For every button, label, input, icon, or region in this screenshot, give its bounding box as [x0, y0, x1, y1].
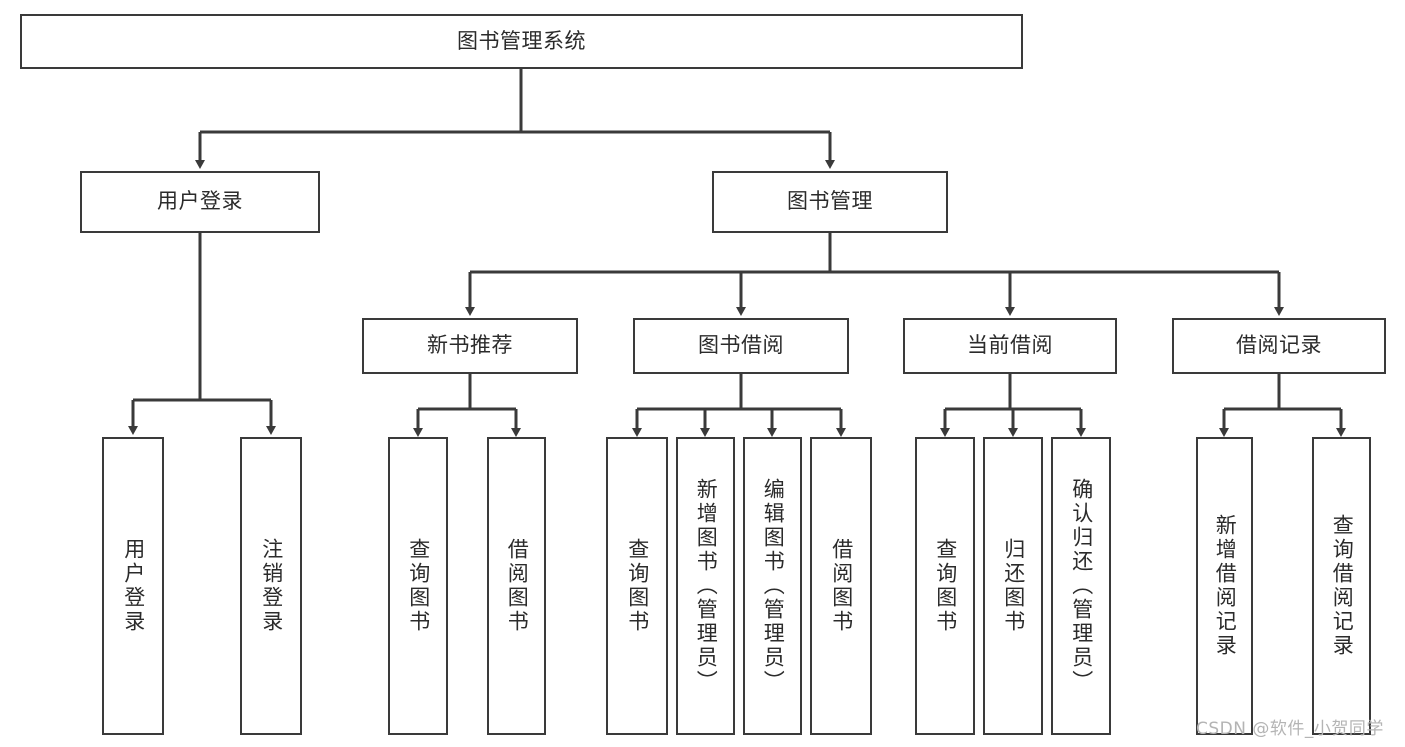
leaf-add-borrow-record-label: 新增借阅记录 — [1213, 514, 1238, 658]
node-book-borrow[interactable]: 图书借阅 — [633, 318, 849, 374]
leaf-query-book-current-label: 查询图书 — [933, 538, 958, 634]
node-new-book-recommend-label: 新书推荐 — [427, 333, 513, 358]
edge-group-borrow — [632, 374, 846, 437]
leaf-borrow-book[interactable]: 借阅图书 — [810, 437, 872, 735]
leaf-query-borrow-record[interactable]: 查询借阅记录 — [1312, 437, 1371, 735]
node-user-login-label: 用户登录 — [157, 189, 243, 214]
leaf-query-book-borrow[interactable]: 查询图书 — [606, 437, 668, 735]
node-new-book-recommend[interactable]: 新书推荐 — [362, 318, 578, 374]
node-current-borrow-label: 当前借阅 — [967, 333, 1053, 358]
leaf-user-login[interactable]: 用户登录 — [102, 437, 164, 735]
leaf-query-borrow-record-label: 查询借阅记录 — [1330, 514, 1355, 658]
leaf-query-book-current[interactable]: 查询图书 — [915, 437, 975, 735]
edge-group-book-management — [465, 233, 1284, 316]
leaf-add-borrow-record[interactable]: 新增借阅记录 — [1196, 437, 1253, 735]
node-book-management-label: 图书管理 — [787, 189, 873, 214]
leaf-borrow-book-newbook[interactable]: 借阅图书 — [487, 437, 546, 735]
node-book-borrow-label: 图书借阅 — [698, 333, 784, 358]
node-root-system[interactable]: 图书管理系统 — [20, 14, 1023, 69]
leaf-logout[interactable]: 注销登录 — [240, 437, 302, 735]
node-book-management[interactable]: 图书管理 — [712, 171, 948, 233]
leaf-query-book-borrow-label: 查询图书 — [625, 538, 650, 634]
leaf-edit-book-admin[interactable]: 编辑图书（管理员） — [743, 437, 802, 735]
edge-group-root — [195, 69, 835, 169]
leaf-borrow-book-newbook-label: 借阅图书 — [505, 538, 530, 634]
leaf-edit-book-admin-label: 编辑图书（管理员） — [761, 478, 786, 694]
leaf-query-book-newbook-label: 查询图书 — [406, 538, 431, 634]
leaf-return-book-label: 归还图书 — [1001, 538, 1026, 634]
leaf-query-book-newbook[interactable]: 查询图书 — [388, 437, 448, 735]
leaf-return-book[interactable]: 归还图书 — [983, 437, 1043, 735]
leaf-confirm-return-admin[interactable]: 确认归还（管理员） — [1051, 437, 1111, 735]
leaf-borrow-book-label: 借阅图书 — [829, 538, 854, 634]
leaf-confirm-return-admin-label: 确认归还（管理员） — [1069, 478, 1094, 694]
leaf-add-book-admin[interactable]: 新增图书（管理员） — [676, 437, 735, 735]
edge-group-current-borrow — [940, 374, 1086, 437]
edge-group-user-login — [128, 233, 276, 435]
node-user-login[interactable]: 用户登录 — [80, 171, 320, 233]
node-borrow-record-label: 借阅记录 — [1236, 333, 1322, 358]
leaf-user-login-label: 用户登录 — [121, 538, 146, 634]
leaf-add-book-admin-label: 新增图书（管理员） — [694, 478, 719, 694]
leaf-logout-label: 注销登录 — [259, 538, 284, 634]
edge-group-borrow-record — [1219, 374, 1346, 437]
node-current-borrow[interactable]: 当前借阅 — [903, 318, 1117, 374]
edge-group-new-book — [413, 374, 521, 437]
node-root-system-label: 图书管理系统 — [457, 28, 586, 53]
node-borrow-record[interactable]: 借阅记录 — [1172, 318, 1386, 374]
